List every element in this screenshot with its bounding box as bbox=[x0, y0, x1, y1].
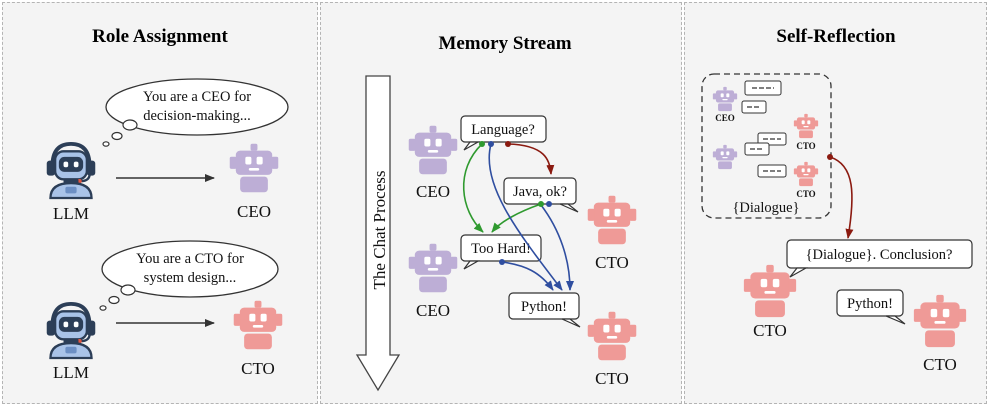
message-too-hard: Too Hard! bbox=[460, 234, 542, 270]
svg-text:CTO: CTO bbox=[796, 189, 815, 199]
thought-cto-line-1: You are a CTO for bbox=[136, 251, 244, 267]
message-language: Language? bbox=[460, 115, 547, 151]
ceo-robot-memory-1 bbox=[408, 125, 458, 175]
ceo-robot-memory-2 bbox=[408, 243, 458, 293]
memory-flow-dots bbox=[479, 141, 552, 265]
svg-text:CTO: CTO bbox=[796, 141, 815, 151]
svg-text:Python!: Python! bbox=[847, 296, 893, 312]
svg-text:Java, ok?: Java, ok? bbox=[513, 184, 567, 200]
cto-robot-reflection-1 bbox=[743, 264, 797, 318]
svg-text:CEO: CEO bbox=[715, 113, 735, 123]
cto-label-role: CTO bbox=[241, 359, 275, 378]
cto-robot-memory-1 bbox=[587, 195, 637, 245]
ceo-label-role: CEO bbox=[237, 202, 271, 221]
chat-process-label: The Chat Process bbox=[370, 171, 389, 290]
thought-bubble-ceo: You are a CEO for decision-making... bbox=[102, 78, 289, 147]
reflection-arrow bbox=[829, 156, 854, 239]
svg-text:Python!: Python! bbox=[521, 299, 567, 315]
thought-cto-line-2: system design... bbox=[144, 270, 237, 286]
mini-dialogue: CEO CTO CTO bbox=[712, 80, 819, 199]
svg-text:Language?: Language? bbox=[471, 122, 535, 138]
thought-ceo-line-2: decision-making... bbox=[143, 108, 251, 124]
role-assignment-title: Role Assignment bbox=[92, 26, 228, 47]
message-python-memory: Python! bbox=[508, 292, 581, 328]
ceo-label-memory-2: CEO bbox=[416, 301, 450, 320]
svg-text:Too Hard!: Too Hard! bbox=[471, 241, 531, 257]
llm-label-bottom: LLM bbox=[53, 363, 89, 382]
cto-robot-reflection-2 bbox=[913, 294, 967, 348]
llm-icon-bottom bbox=[44, 301, 98, 360]
ceo-robot-icon bbox=[229, 143, 279, 193]
cto-label-memory-2: CTO bbox=[595, 369, 629, 388]
llm-label-top: LLM bbox=[53, 204, 89, 223]
reflection-question-bubble: {Dialogue}. Conclusion? bbox=[786, 239, 973, 278]
cto-label-reflection-1: CTO bbox=[753, 321, 787, 340]
cto-label-memory-1: CTO bbox=[595, 253, 629, 272]
thought-ceo-line-1: You are a CEO for bbox=[143, 89, 251, 105]
cto-robot-icon bbox=[233, 300, 283, 350]
reflection-arrow-dot bbox=[827, 154, 833, 160]
self-reflection-title: Self-Reflection bbox=[776, 26, 896, 47]
chat-process-arrow bbox=[355, 75, 401, 392]
dialogue-label: {Dialogue} bbox=[732, 200, 799, 216]
message-java: Java, ok? bbox=[503, 177, 579, 213]
ceo-label-memory-1: CEO bbox=[416, 182, 450, 201]
svg-text:{Dialogue}. Conclusion?: {Dialogue}. Conclusion? bbox=[806, 247, 953, 263]
reflection-answer-bubble: Python! bbox=[836, 289, 906, 325]
cto-label-reflection-2: CTO bbox=[923, 355, 957, 374]
cto-robot-memory-2 bbox=[587, 311, 637, 361]
llm-icon-top bbox=[44, 141, 98, 200]
memory-stream-title: Memory Stream bbox=[438, 33, 571, 54]
memory-flow-arrows bbox=[462, 143, 574, 291]
thought-bubble-cto: You are a CTO for system design... bbox=[99, 240, 279, 311]
